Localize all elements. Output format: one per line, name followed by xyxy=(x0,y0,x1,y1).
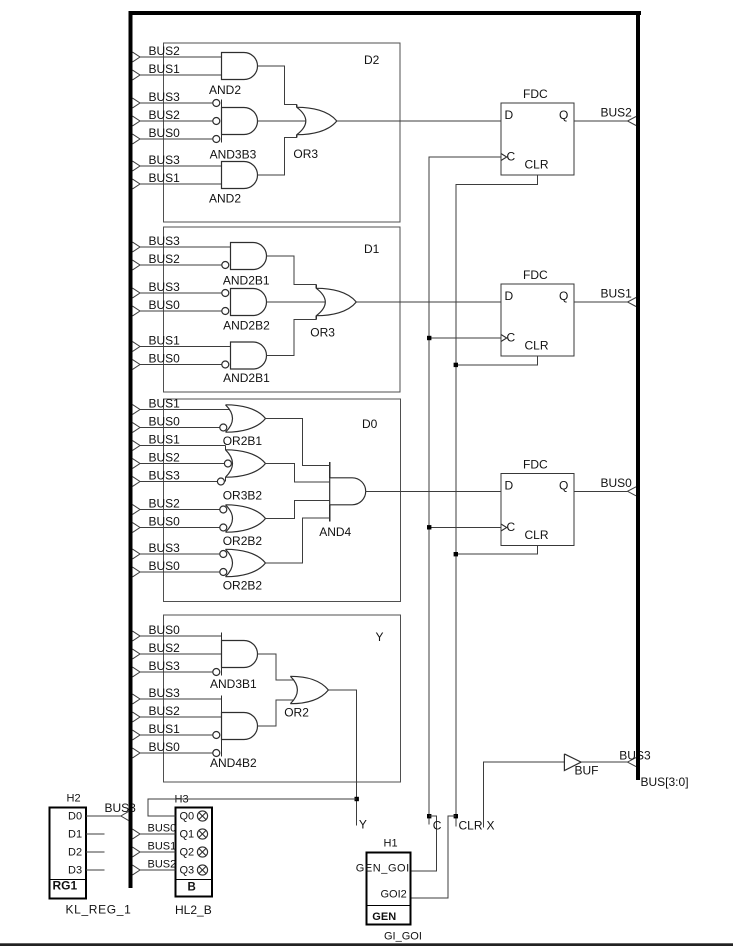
svg-text:D3: D3 xyxy=(68,865,82,877)
svg-text:BUS3: BUS3 xyxy=(149,468,181,482)
svg-text:D0: D0 xyxy=(68,811,82,823)
svg-text:BUF: BUF xyxy=(575,764,599,778)
svg-text:C: C xyxy=(507,520,516,534)
svg-text:GI_GOI: GI_GOI xyxy=(384,931,422,943)
svg-text:BUS3: BUS3 xyxy=(149,541,181,555)
svg-text:AND3B3: AND3B3 xyxy=(210,148,257,162)
svg-text:X: X xyxy=(487,819,495,833)
svg-text:BUS3: BUS3 xyxy=(619,748,651,762)
svg-text:BUS0: BUS0 xyxy=(149,740,181,754)
svg-text:BUS1: BUS1 xyxy=(149,396,181,410)
svg-text:BUS0: BUS0 xyxy=(601,476,633,490)
svg-text:BUS2: BUS2 xyxy=(149,496,181,510)
svg-text:OR3: OR3 xyxy=(310,326,335,340)
svg-text:D1: D1 xyxy=(364,242,380,256)
svg-text:BUS3: BUS3 xyxy=(149,659,181,673)
svg-text:CLR: CLR xyxy=(525,158,549,172)
svg-text:FDC: FDC xyxy=(523,87,548,101)
svg-text:BUS3: BUS3 xyxy=(149,280,181,294)
svg-text:BUS3: BUS3 xyxy=(105,801,137,815)
svg-text:BUS1: BUS1 xyxy=(149,333,181,347)
svg-text:BUS2: BUS2 xyxy=(149,108,181,122)
svg-text:OR2B2: OR2B2 xyxy=(223,534,263,548)
svg-text:AND4B2: AND4B2 xyxy=(210,756,257,770)
svg-text:C: C xyxy=(507,150,516,164)
svg-text:B: B xyxy=(188,882,196,894)
svg-text:BUS1: BUS1 xyxy=(148,841,177,853)
svg-text:BUS0: BUS0 xyxy=(149,559,181,573)
svg-text:D2: D2 xyxy=(68,847,82,859)
svg-text:CLR: CLR xyxy=(525,339,549,353)
svg-text:BUS2: BUS2 xyxy=(601,106,633,120)
svg-text:C: C xyxy=(433,819,442,833)
svg-text:BUS2: BUS2 xyxy=(149,252,181,266)
svg-text:Y: Y xyxy=(359,818,367,832)
svg-text:HL2_B: HL2_B xyxy=(175,903,212,917)
svg-text:BUS1: BUS1 xyxy=(149,722,181,736)
svg-text:BUS2: BUS2 xyxy=(149,450,181,464)
svg-text:AND3B1: AND3B1 xyxy=(210,677,257,691)
svg-text:Q1: Q1 xyxy=(180,829,195,841)
svg-text:AND2: AND2 xyxy=(209,83,241,97)
svg-text:BUS1: BUS1 xyxy=(149,171,181,185)
svg-text:BUS0: BUS0 xyxy=(149,126,181,140)
svg-text:BUS2: BUS2 xyxy=(149,641,181,655)
svg-text:BUS3: BUS3 xyxy=(149,90,181,104)
svg-text:BUS1: BUS1 xyxy=(149,432,181,446)
svg-text:AND4: AND4 xyxy=(319,525,351,539)
svg-text:BUS2: BUS2 xyxy=(149,44,181,58)
svg-text:D1: D1 xyxy=(68,829,82,841)
svg-text:GEN: GEN xyxy=(372,911,396,923)
svg-text:CLR: CLR xyxy=(459,819,483,833)
svg-text:AND2B2: AND2B2 xyxy=(223,318,270,332)
svg-text:Q: Q xyxy=(559,478,568,492)
svg-text:C: C xyxy=(507,331,516,345)
svg-text:FDC: FDC xyxy=(523,268,548,282)
svg-text:Q: Q xyxy=(559,108,568,122)
svg-text:GOI2: GOI2 xyxy=(381,889,407,901)
svg-text:FDC: FDC xyxy=(523,457,548,471)
svg-text:BUS1: BUS1 xyxy=(601,287,633,301)
svg-text:RG1: RG1 xyxy=(53,879,78,893)
svg-text:AND2B1: AND2B1 xyxy=(223,371,270,385)
svg-text:BUS0: BUS0 xyxy=(149,298,181,312)
svg-text:Y: Y xyxy=(376,630,384,644)
svg-text:AND2B1: AND2B1 xyxy=(223,273,270,287)
svg-text:OR2B2: OR2B2 xyxy=(223,579,263,593)
svg-text:D: D xyxy=(505,108,514,122)
svg-text:CLR: CLR xyxy=(525,528,549,542)
svg-text:H1: H1 xyxy=(384,838,398,850)
svg-text:Q0: Q0 xyxy=(180,811,195,823)
svg-text:BUS0: BUS0 xyxy=(149,623,181,637)
svg-text:GEN_GOI: GEN_GOI xyxy=(356,862,410,874)
svg-text:Q: Q xyxy=(559,289,568,303)
svg-text:BUS2: BUS2 xyxy=(148,859,177,871)
svg-text:BUS1: BUS1 xyxy=(149,62,181,76)
svg-text:D: D xyxy=(505,289,514,303)
svg-text:AND2: AND2 xyxy=(209,192,241,206)
svg-text:BUS3: BUS3 xyxy=(149,153,181,167)
svg-text:OR3: OR3 xyxy=(293,147,318,161)
svg-text:OR2B1: OR2B1 xyxy=(223,434,263,448)
svg-text:D0: D0 xyxy=(362,417,378,431)
svg-text:BUS[3:0]: BUS[3:0] xyxy=(641,775,689,789)
svg-text:BUS2: BUS2 xyxy=(149,704,181,718)
svg-text:BUS0: BUS0 xyxy=(149,514,181,528)
svg-text:BUS0: BUS0 xyxy=(148,823,177,835)
svg-text:Q2: Q2 xyxy=(180,847,195,859)
svg-text:BUS3: BUS3 xyxy=(149,686,181,700)
svg-text:H2: H2 xyxy=(67,792,81,804)
svg-text:Q3: Q3 xyxy=(180,865,195,877)
svg-text:BUS0: BUS0 xyxy=(149,414,181,428)
svg-text:OR3B2: OR3B2 xyxy=(223,489,263,503)
svg-text:KL_REG_1: KL_REG_1 xyxy=(66,903,132,917)
svg-text:BUS0: BUS0 xyxy=(149,351,181,365)
svg-text:OR2: OR2 xyxy=(284,706,309,720)
svg-text:D2: D2 xyxy=(364,53,380,67)
svg-text:D: D xyxy=(505,478,514,492)
svg-text:BUS3: BUS3 xyxy=(149,234,181,248)
